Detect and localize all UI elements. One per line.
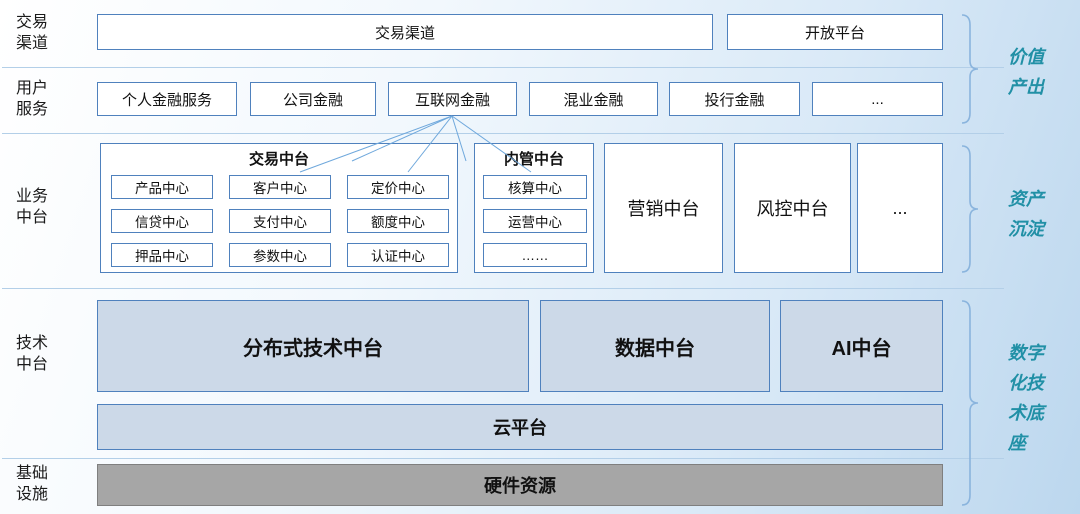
center-box-operations: 运营中心 [483, 209, 587, 233]
center-box-ellipsis: …… [483, 243, 587, 267]
annotation-asset-deposit: 资产沉淀 [1008, 189, 1044, 239]
center-box-parameter: 参数中心 [229, 243, 331, 267]
center-box-credit: 信贷中心 [111, 209, 213, 233]
layer-label-channels: 交易渠道 [15, 14, 48, 52]
center-box-collateral: 押品中心 [111, 243, 213, 267]
brace-asset-deposit [961, 145, 979, 273]
internal-platform-title: 内管中台 [503, 151, 564, 168]
box-internet-finance: 互联网金融 [388, 82, 517, 116]
layer-label-technology: 技术中台 [15, 335, 48, 373]
divider-3 [2, 288, 1004, 289]
box-data-platform: 数据中台 [540, 300, 770, 392]
group-internal-platform: 内管中台 核算中心 运营中心 …… [474, 143, 594, 273]
center-box-payment: 支付中心 [229, 209, 331, 233]
box-distributed-tech-platform: 分布式技术中台 [97, 300, 529, 392]
center-box-authentication: 认证中心 [347, 243, 449, 267]
annotation-digital-base: 数字化技术底座 [1008, 343, 1044, 453]
center-box-product: 产品中心 [111, 175, 213, 199]
brace-digital-base [961, 300, 979, 506]
box-transaction-channel: 交易渠道 [97, 14, 713, 50]
box-mixed-finance: 混业金融 [529, 82, 658, 116]
center-box-pricing: 定价中心 [347, 175, 449, 199]
box-marketing-platform: 营销中台 [604, 143, 723, 273]
divider-1 [2, 67, 1004, 68]
annotation-value-output: 价值产出 [1008, 47, 1044, 97]
group-trade-platform: 交易中台 产品中心 客户中心 定价中心 信贷中心 支付中心 额度中心 押品中心 … [100, 143, 458, 273]
center-box-quota: 额度中心 [347, 209, 449, 233]
center-box-customer: 客户中心 [229, 175, 331, 199]
box-investment-banking: 投行金融 [669, 82, 800, 116]
brace-value-output [961, 14, 979, 124]
box-services-more: ... [812, 82, 943, 116]
box-cloud-platform: 云平台 [97, 404, 943, 450]
box-risk-platform: 风控中台 [734, 143, 851, 273]
box-business-more: ... [857, 143, 943, 273]
box-personal-finance: 个人金融服务 [97, 82, 237, 116]
divider-2 [2, 133, 1004, 134]
divider-4 [2, 458, 1004, 459]
center-box-accounting: 核算中心 [483, 175, 587, 199]
box-ai-platform: AI中台 [780, 300, 943, 392]
box-hardware-resources: 硬件资源 [97, 464, 943, 506]
box-open-platform: 开放平台 [727, 14, 943, 50]
layer-label-services: 用户服务 [15, 80, 48, 118]
layer-label-business: 业务中台 [15, 188, 48, 226]
trade-platform-title: 交易中台 [248, 151, 309, 168]
box-corporate-finance: 公司金融 [250, 82, 376, 116]
layer-label-infrastructure: 基础设施 [15, 465, 48, 503]
